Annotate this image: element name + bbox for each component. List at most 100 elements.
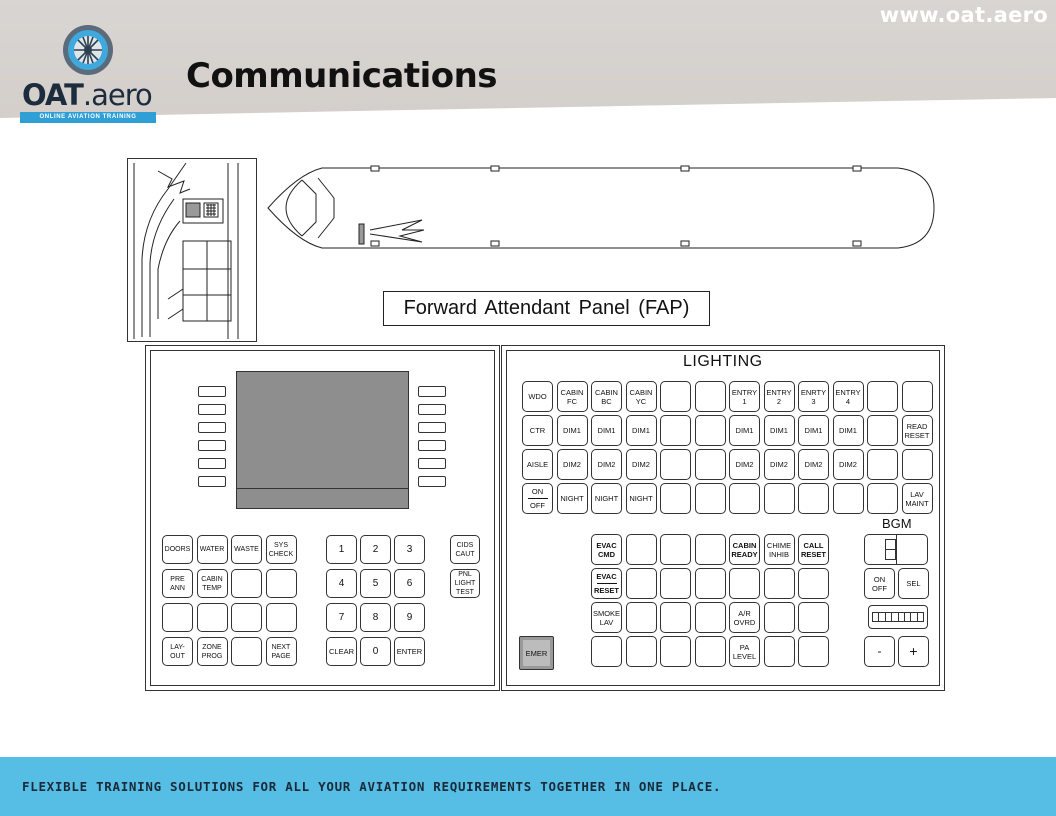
blank-key-button[interactable] — [231, 569, 262, 598]
blank-key-button[interactable] — [231, 637, 262, 666]
blank-key-button[interactable] — [798, 483, 829, 514]
blank-key-button[interactable] — [729, 483, 760, 514]
6-button[interactable]: 6 — [394, 569, 425, 598]
blank-key-button[interactable] — [694, 534, 726, 565]
9-button[interactable]: 9 — [394, 603, 425, 632]
dim1-button[interactable]: DIM1 — [591, 415, 622, 446]
dim2-button[interactable]: DIM2 — [591, 449, 622, 480]
7-button[interactable]: 7 — [326, 603, 357, 632]
blank-key-button[interactable] — [625, 568, 657, 599]
dim1-button[interactable]: DIM1 — [763, 415, 795, 446]
blank-key-button[interactable] — [162, 603, 193, 632]
blank-key-button[interactable] — [265, 569, 297, 598]
blank-key-button[interactable] — [763, 483, 795, 514]
blank-key-button[interactable] — [660, 602, 691, 633]
blank-key-button[interactable] — [694, 415, 726, 446]
softkey-r2-button[interactable] — [418, 404, 446, 415]
blank-key-button[interactable] — [798, 636, 829, 667]
blank-key-button[interactable] — [798, 568, 829, 599]
5-button[interactable]: 5 — [360, 569, 391, 598]
blank-key-button[interactable] — [625, 534, 657, 565]
lay-out-button[interactable]: LAY-OUT — [162, 637, 193, 666]
blank-key-button[interactable] — [832, 483, 864, 514]
softkey-l3-button[interactable] — [198, 422, 226, 433]
blank-key-button[interactable] — [901, 381, 933, 412]
0-button[interactable]: 0 — [360, 637, 391, 666]
dim2-button[interactable]: DIM2 — [625, 449, 657, 480]
softkey-l1-button[interactable] — [198, 386, 226, 397]
1-button[interactable]: 1 — [326, 535, 357, 564]
oat-logo[interactable]: OAT.aero ONLINE AVIATION TRAINING — [18, 22, 160, 126]
blank-key-button[interactable] — [694, 449, 726, 480]
blank-key-button[interactable] — [694, 568, 726, 599]
blank-key-button[interactable] — [660, 534, 691, 565]
blank-key-button[interactable] — [694, 636, 726, 667]
dim2-button[interactable]: DIM2 — [798, 449, 829, 480]
blank-key-button[interactable] — [729, 568, 760, 599]
website-url[interactable]: www.oat.aero — [879, 3, 1048, 27]
4-button[interactable]: 4 — [326, 569, 357, 598]
softkey-r4-button[interactable] — [418, 440, 446, 451]
dim2-button[interactable]: DIM2 — [729, 449, 760, 480]
blank-key-button[interactable] — [867, 449, 898, 480]
softkey-r6-button[interactable] — [418, 476, 446, 487]
fap-display-screen[interactable] — [236, 371, 409, 509]
dim2-button[interactable]: DIM2 — [763, 449, 795, 480]
blank-key-button[interactable] — [694, 483, 726, 514]
softkey-l4-button[interactable] — [198, 440, 226, 451]
2-button[interactable]: 2 — [360, 535, 391, 564]
blank-key-button[interactable] — [591, 636, 622, 667]
3-button[interactable]: 3 — [394, 535, 425, 564]
doors-button[interactable]: DOORS — [162, 535, 193, 564]
dim1-button[interactable]: DIM1 — [798, 415, 829, 446]
blank-key-button[interactable] — [694, 602, 726, 633]
blank-key-button[interactable] — [763, 568, 795, 599]
dim2-button[interactable]: DIM2 — [556, 449, 588, 480]
night-button[interactable]: NIGHT — [591, 483, 622, 514]
blank-key-button[interactable] — [763, 636, 795, 667]
blank-key-button[interactable] — [867, 381, 898, 412]
wdo-button[interactable]: WDO — [522, 381, 553, 412]
blank-key-button[interactable] — [763, 602, 795, 633]
emer-button[interactable]: EMER — [519, 636, 554, 670]
softkey-r5-button[interactable] — [418, 458, 446, 469]
blank-key-button[interactable] — [867, 415, 898, 446]
bgm-volume-up-button[interactable]: + — [898, 636, 929, 667]
enter-button[interactable]: ENTER — [394, 637, 425, 666]
blank-key-button[interactable] — [798, 602, 829, 633]
blank-key-button[interactable] — [625, 602, 657, 633]
bgm-volume-down-button[interactable]: - — [864, 636, 895, 667]
aisle-button[interactable]: AISLE — [522, 449, 553, 480]
clear-button[interactable]: CLEAR — [326, 637, 357, 666]
8-button[interactable]: 8 — [360, 603, 391, 632]
blank-key-button[interactable] — [231, 603, 262, 632]
softkey-l6-button[interactable] — [198, 476, 226, 487]
ctr-button[interactable]: CTR — [522, 415, 553, 446]
blank-key-button[interactable] — [660, 483, 691, 514]
dim1-button[interactable]: DIM1 — [729, 415, 760, 446]
blank-key-button[interactable] — [265, 603, 297, 632]
water-button[interactable]: WATER — [196, 535, 228, 564]
night-button[interactable]: NIGHT — [556, 483, 588, 514]
blank-key-button[interactable] — [901, 449, 933, 480]
waste-button[interactable]: WASTE — [231, 535, 262, 564]
blank-key-button[interactable] — [660, 381, 691, 412]
blank-key-button[interactable] — [660, 636, 691, 667]
